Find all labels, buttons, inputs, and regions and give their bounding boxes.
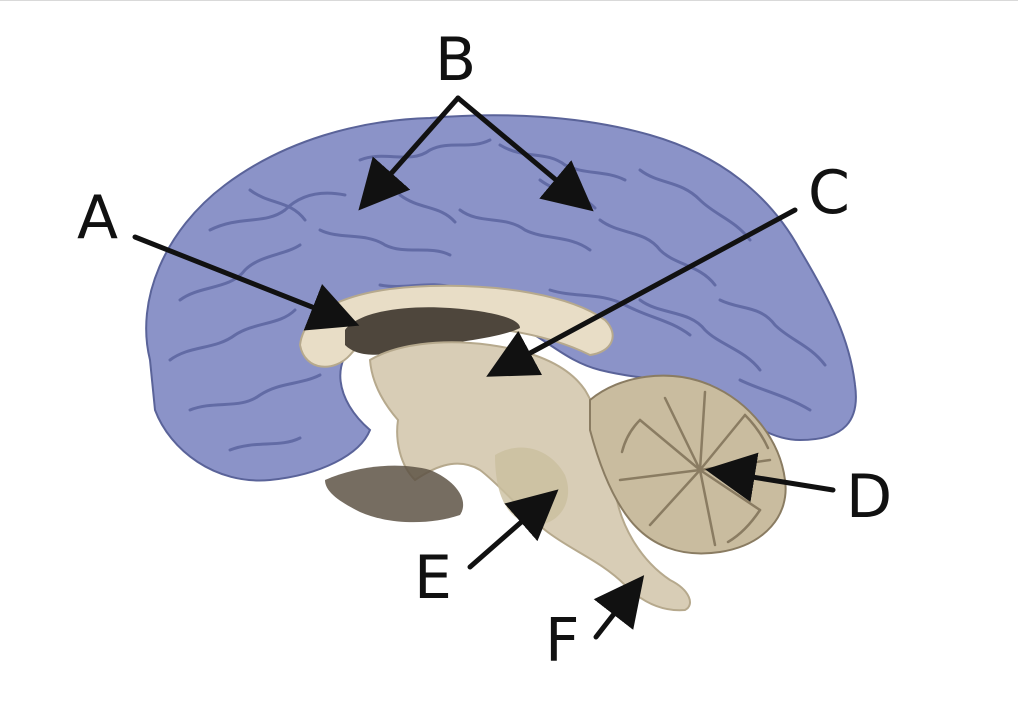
arrow-e (467, 489, 559, 570)
arrow-f (593, 575, 645, 640)
label-e: E (414, 543, 452, 613)
label-b: B (435, 25, 477, 95)
top-divider (0, 0, 1018, 1)
lateral-ventricle (345, 307, 520, 355)
arrow-b-right (455, 95, 594, 212)
inferior-shadow (325, 465, 464, 523)
label-a: A (77, 183, 119, 253)
label-d: D (846, 462, 893, 532)
arrow-b-left (358, 95, 461, 211)
arrow-a (132, 234, 360, 331)
arrow-d (705, 452, 836, 503)
label-f: F (545, 606, 580, 676)
label-c: C (808, 158, 850, 228)
pointer-arrows (132, 95, 836, 640)
arrow-c (486, 207, 798, 377)
